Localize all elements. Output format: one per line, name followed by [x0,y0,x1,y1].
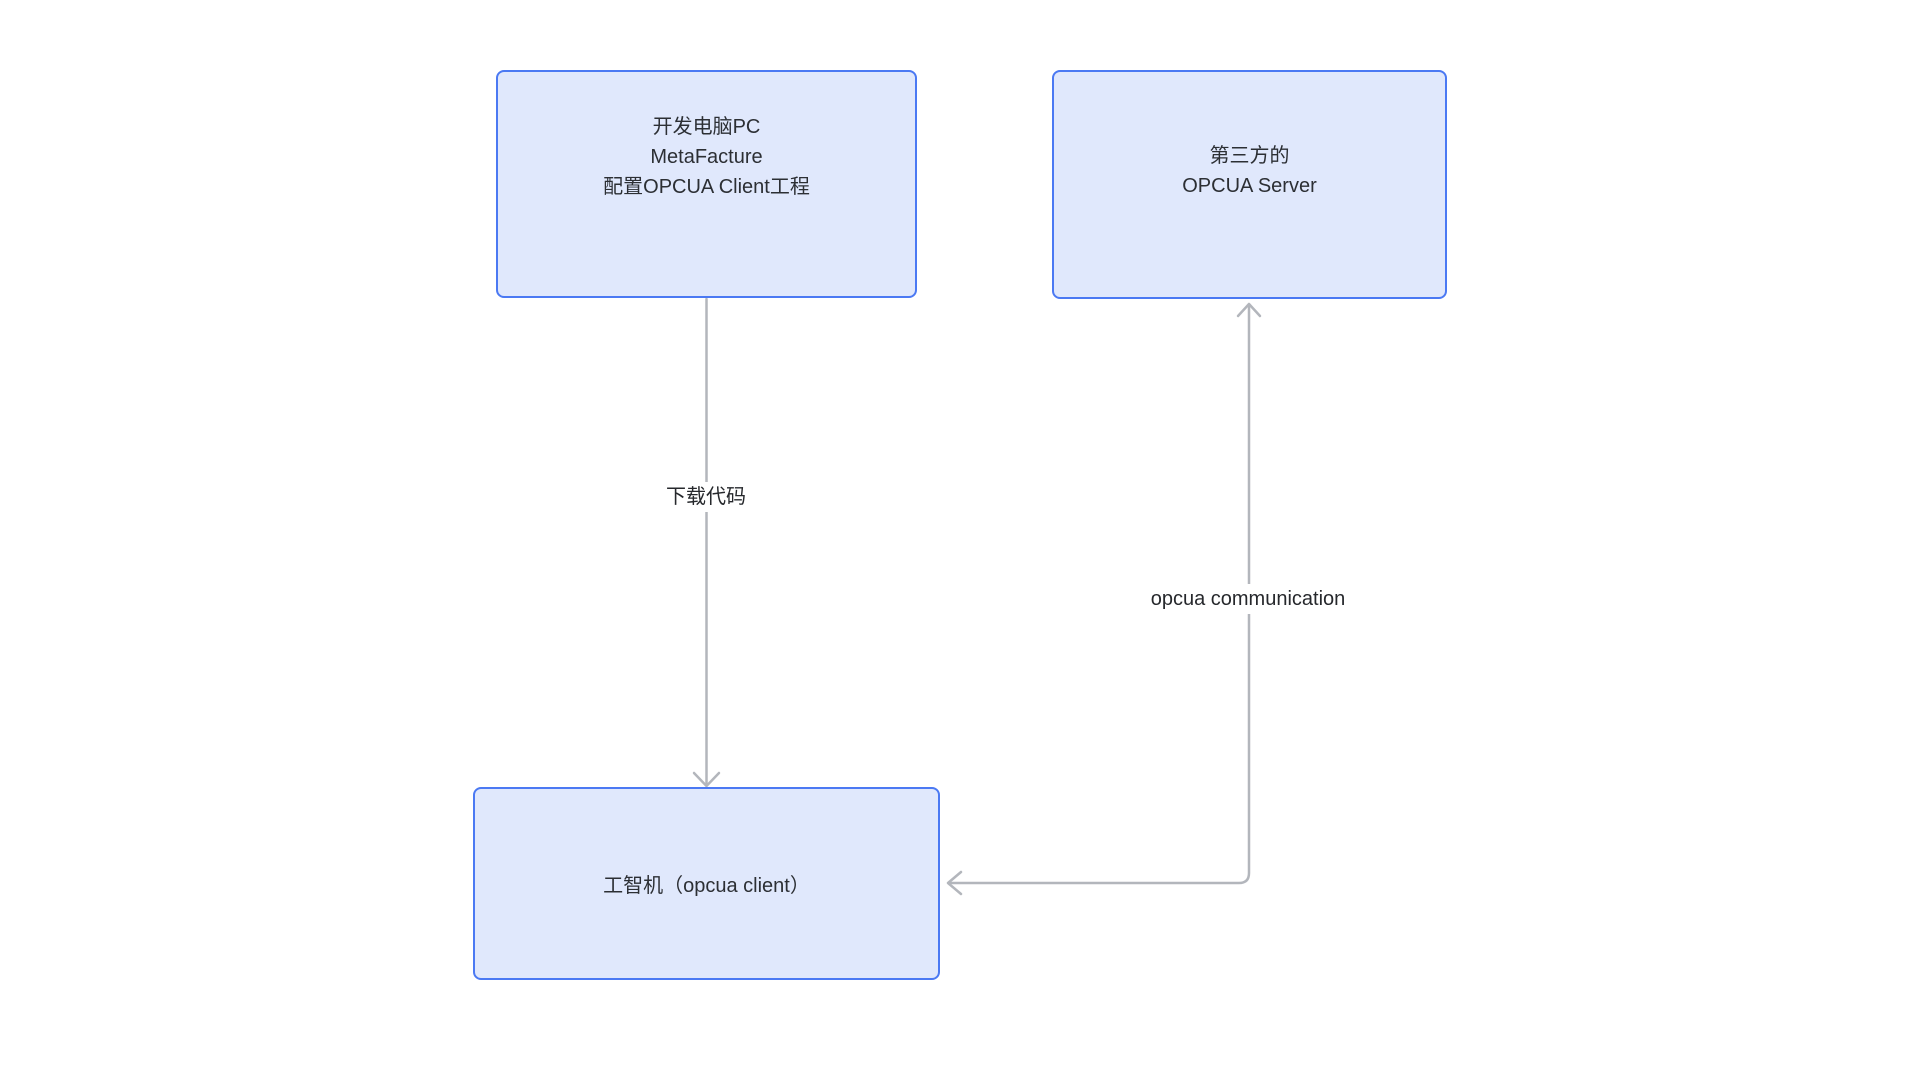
node-opcua-server-line2: OPCUA Server [1182,175,1317,197]
edge-label-download-code: 下载代码 [657,482,755,512]
node-gongzhiji-line1: 工智机（opcua client） [603,875,810,897]
connector-download-code[interactable] [692,297,721,788]
arrowhead-left-icon [946,870,963,896]
node-opcua-server[interactable]: 第三方的 OPCUA Server [1052,70,1447,299]
edge-label-opcua-communication: opcua communication [1141,584,1355,614]
node-opcua-server-line1: 第三方的 [1209,145,1290,167]
node-dev-pc[interactable]: 开发电脑PC MetaFacture 配置OPCUA Client工程 [496,70,917,298]
node-dev-pc-line2: MetaFacture [650,146,763,168]
arrowhead-up-icon [1236,302,1262,318]
node-dev-pc-line3: 配置OPCUA Client工程 [603,176,810,198]
node-dev-pc-line1: 开发电脑PC [652,116,761,138]
arrowhead-down-icon [692,771,721,788]
node-gongzhiji[interactable]: 工智机（opcua client） [473,787,940,980]
